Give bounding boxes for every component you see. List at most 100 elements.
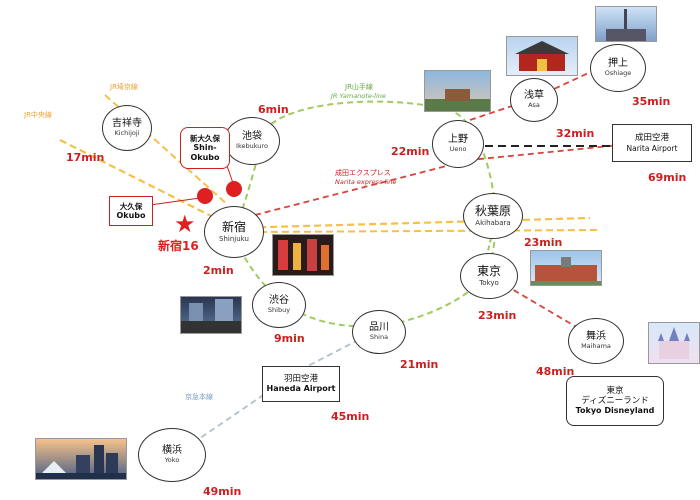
skyline-icon [36,445,126,479]
station-asakusa-en: Asa [528,100,540,109]
box-haneda-en: Haneda Airport [266,384,336,394]
photo-shinjuku [272,234,334,276]
box-shin-okubo-en1: Shin- [193,142,217,152]
box-haneda-airport[interactable]: 羽田空港 Haneda Airport [262,366,340,402]
station-shibuya-en: Shibuy [267,305,291,314]
line-label-nex: 成田エクスプレス Narita express-line [335,168,396,186]
crossing-icon [181,299,241,333]
box-disney-jp1: 東京 [606,386,624,397]
park-icon [425,89,490,111]
box-okubo[interactable]: 大久保 Okubo [109,196,153,226]
time-asakusa: 32min [556,127,595,140]
box-shin-okubo-en2: Okubo [190,152,220,162]
station-kichijoji-jp: 吉祥寺 [112,118,142,130]
station-maihama[interactable]: 舞浜 Maihama [568,318,624,364]
box-shin-okubo-jp: 新大久保 [190,133,220,143]
line-label-chuo: JR中央線 [24,111,52,119]
station-shinagawa-jp: 品川 [369,322,389,334]
station-tokyo-jp: 東京 [476,263,501,278]
box-narita-en: Narita Airport [626,143,678,153]
line-keikyu [189,334,369,446]
station-ikebukuro-en: Ikebukuro [236,141,268,150]
red-dot-icon [226,181,242,197]
station-kichijoji[interactable]: 吉祥寺 Kichijoji [102,105,152,151]
time-shibuya: 9min [274,332,305,345]
station-shinagawa-en: Shina [369,332,389,341]
station-maihama-jp: 舞浜 [586,331,606,343]
time-ikebukuro: 6min [258,103,289,116]
station-tokyo[interactable]: 東京 Tokyo [460,253,518,299]
station-maihama-en: Maihama [581,341,611,350]
box-narita-airport[interactable]: 成田空港 Narita Airport [612,124,692,162]
station-yokohama-jp: 横浜 [162,445,182,457]
station-shinjuku[interactable]: 新宿 Shinjuku [204,206,264,258]
photo-tokyo [530,250,602,286]
station-shinagawa[interactable]: 品川 Shina [352,310,406,354]
time-narita: 69min [648,171,687,184]
station-shibuya-jp: 渋谷 [269,295,289,307]
station-ikebukuro[interactable]: 池袋 Ikebukuro [224,117,280,165]
photo-oshiage [595,6,657,42]
line-label-yamanote: JR山手線 JR Yamanote-line [331,82,386,100]
station-yokohama[interactable]: 横浜 Yoko [138,428,206,482]
okubo-connector [149,197,201,206]
time-ueno: 22min [391,145,430,158]
photo-yokohama [35,438,127,480]
station-oshiage-jp: 押上 [608,58,628,70]
skytree-icon [606,9,646,41]
line-label-saikyo: JR埼京線 [110,83,138,91]
star-icon: ★ [174,210,196,238]
line-label-nex-en: Narita express-line [335,178,397,186]
station-ueno-en: Ueno [449,144,467,153]
box-tokyo-disneyland[interactable]: 東京 ディズニーランド Tokyo Disneyland [566,376,664,426]
station-kichijoji-en: Kichijoji [114,128,140,137]
photo-asakusa [506,36,578,76]
box-disney-en: Tokyo Disneyland [575,406,655,416]
time-tokyo: 23min [478,309,517,322]
station-ikebukuro-jp: 池袋 [242,131,262,143]
time-oshiage: 35min [632,95,671,108]
station-akihabara[interactable]: 秋葉原 Akihabara [463,193,523,239]
station-akihabara-en: Akihabara [475,218,511,227]
landmark-label: 新宿16 [158,239,199,253]
station-shinjuku-en: Shinjuku [219,234,249,243]
night-street-icon [278,239,329,271]
box-disney-jp2: ディズニーランド [581,396,649,407]
temple-icon [515,41,569,71]
station-oshiage[interactable]: 押上 Oshiage [590,44,646,92]
time-yokohama: 49min [203,485,242,498]
station-asakusa[interactable]: 浅草 Asa [510,78,558,122]
station-asakusa-jp: 浅草 [524,90,544,102]
time-akihabara: 23min [524,236,563,249]
station-ueno-jp: 上野 [448,134,468,146]
line-label-nex-jp: 成田エクスプレス [335,169,391,177]
station-building-icon [531,257,601,285]
red-dot-icon [197,188,213,204]
box-shin-okubo[interactable]: 新大久保 Shin- Okubo [180,127,230,169]
station-shibuya[interactable]: 渋谷 Shibuy [252,282,306,328]
line-chuo-east [259,229,599,233]
time-kichijoji: 17min [66,151,105,164]
line-label-yamanote-jp: JR山手線 [345,83,373,91]
station-oshiage-en: Oshiage [604,68,632,77]
station-yokohama-en: Yoko [164,455,180,464]
box-okubo-en: Okubo [116,210,146,220]
photo-ueno [424,70,491,112]
box-haneda-jp: 羽田空港 [283,374,318,385]
photo-disney [648,322,700,364]
time-haneda: 45min [331,410,370,423]
box-okubo-jp: 大久保 [119,201,143,211]
line-label-keikyu: 京急本線 [185,393,213,401]
time-shinjuku: 2min [203,264,234,277]
station-ueno[interactable]: 上野 Ueno [432,120,484,168]
castle-icon [658,327,690,359]
box-narita-jp: 成田空港 [634,133,669,144]
time-shinagawa: 21min [400,358,439,371]
line-label-yamanote-en: JR Yamanote-line [331,92,386,100]
station-akihabara-jp: 秋葉原 [474,203,511,218]
time-maihama: 48min [536,365,575,378]
station-tokyo-en: Tokyo [479,278,499,287]
photo-shibuya [180,296,242,334]
station-shinjuku-jp: 新宿 [221,219,246,234]
